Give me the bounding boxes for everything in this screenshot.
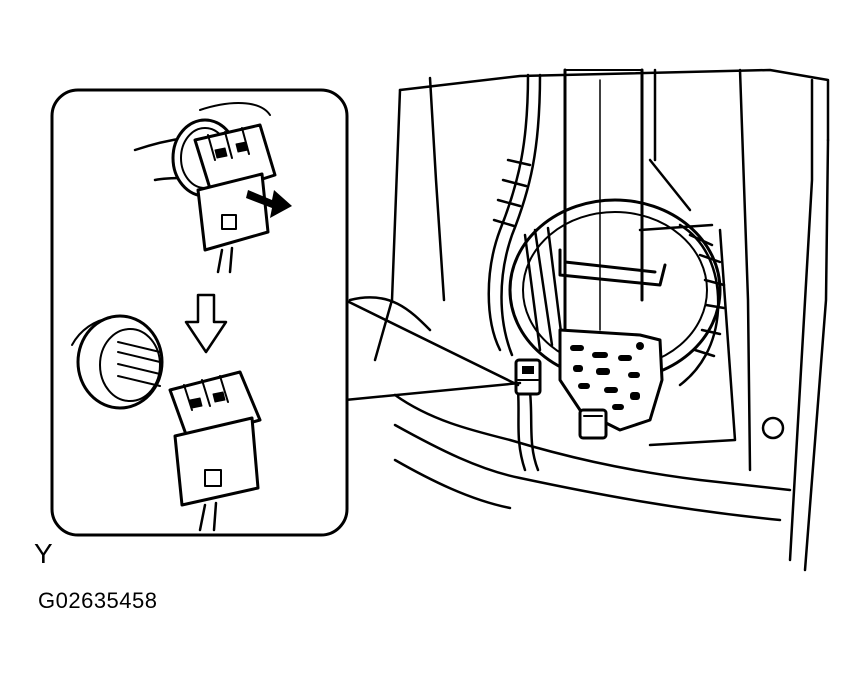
- detail-inset: [50, 88, 349, 537]
- bracket-holes: [570, 342, 644, 410]
- view-label: Y: [34, 538, 53, 569]
- body-panel-outline: [348, 68, 830, 572]
- wire-harness: [487, 73, 542, 472]
- step-two-disconnected: [71, 314, 262, 532]
- arrow-down-outline-icon: [184, 293, 228, 354]
- callout-pointer: [343, 298, 522, 402]
- mounting-bolt: [578, 408, 608, 440]
- figure-code: G02635458: [38, 588, 158, 613]
- mounting-bracket: [558, 328, 664, 440]
- arrow-right-down-icon: [246, 190, 292, 218]
- body-hole: [761, 416, 785, 440]
- vehicle-underbody-view: [348, 68, 830, 572]
- step-one-disconnect: [133, 102, 292, 274]
- steering-column: [563, 68, 644, 342]
- harness-connector: [514, 358, 542, 396]
